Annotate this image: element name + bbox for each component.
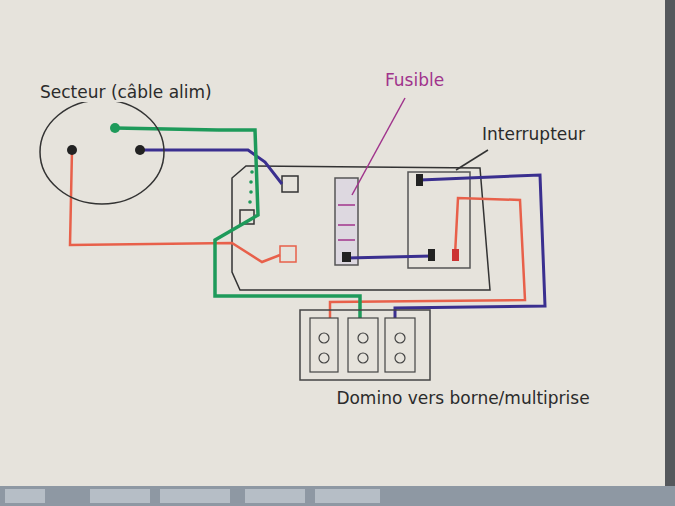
terminal-block: Domino vers borne/multiprise [298,308,628,412]
node-title: Secteur (câble alim) [38,82,214,102]
taskbar-button [160,489,230,503]
taskbar-button [245,489,305,503]
earth-wire [115,128,218,130]
earth-wire [215,130,360,318]
terminal [280,246,296,262]
live-wire [70,150,280,262]
neutral-wire [395,175,545,318]
module-housing [232,166,490,290]
callout-label: Interrupteur [482,124,585,144]
taskbar-button [5,489,45,503]
screen-bezel [665,0,675,486]
terminal [282,176,298,192]
plug-circle: Secteur (câble alim) [38,82,218,212]
neutral-wire [347,256,432,258]
taskbar [0,486,675,506]
taskbar-button [90,489,150,503]
taskbar-button [315,489,380,503]
node-title: Domino vers borne/multiprise [308,388,618,408]
callout-label: Fusible [385,70,444,90]
leader-line [456,150,488,170]
switch-symbol [408,172,470,268]
leader-line [352,98,405,195]
